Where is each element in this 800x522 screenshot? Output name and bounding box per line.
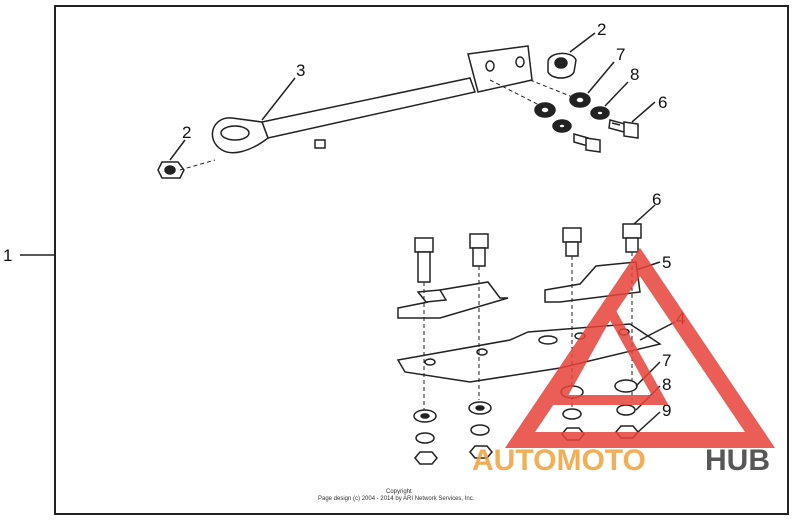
- callout-stabilizer-bar: 3: [296, 61, 305, 80]
- bolt-upper: [608, 119, 639, 139]
- watermark-logo: AUTOMOTO HUB: [472, 247, 776, 477]
- callout-washer-upper: 7: [616, 45, 625, 64]
- hardware-set-2: [534, 102, 601, 153]
- callout-lockwasher-upper: 8: [630, 65, 639, 84]
- watermark-text-secondary: HUB: [705, 444, 770, 477]
- upper-bracket-left: [397, 281, 509, 319]
- callout-nut-right: 2: [597, 20, 606, 39]
- copyright-text: Page design (c) 2004 - 2014 by ARI Netwo…: [318, 496, 475, 502]
- lockwasher-upper: [590, 106, 610, 120]
- callout-upper-bracket: 5: [662, 253, 671, 272]
- callout-bolt-upper: 6: [658, 93, 667, 112]
- bolts-lower: [414, 223, 642, 283]
- nut-right: [547, 52, 577, 79]
- nut-left: [157, 161, 185, 179]
- callout-lockwasher-lower: 8: [662, 375, 671, 394]
- callout-bolt-lower: 6: [652, 190, 661, 209]
- watermark-text-primary: AUTOMOTO: [472, 444, 646, 477]
- callout-nut-left: 2: [182, 123, 191, 142]
- stabilizer-bar: [211, 45, 533, 154]
- callout-washer-lower: 7: [662, 351, 671, 370]
- callout-assembly: 1: [3, 246, 12, 265]
- washer-upper: [569, 92, 591, 108]
- diagram-frame: [54, 5, 789, 515]
- copyright-label: Copyright: [386, 489, 412, 495]
- callout-nut-lower: 9: [662, 401, 671, 420]
